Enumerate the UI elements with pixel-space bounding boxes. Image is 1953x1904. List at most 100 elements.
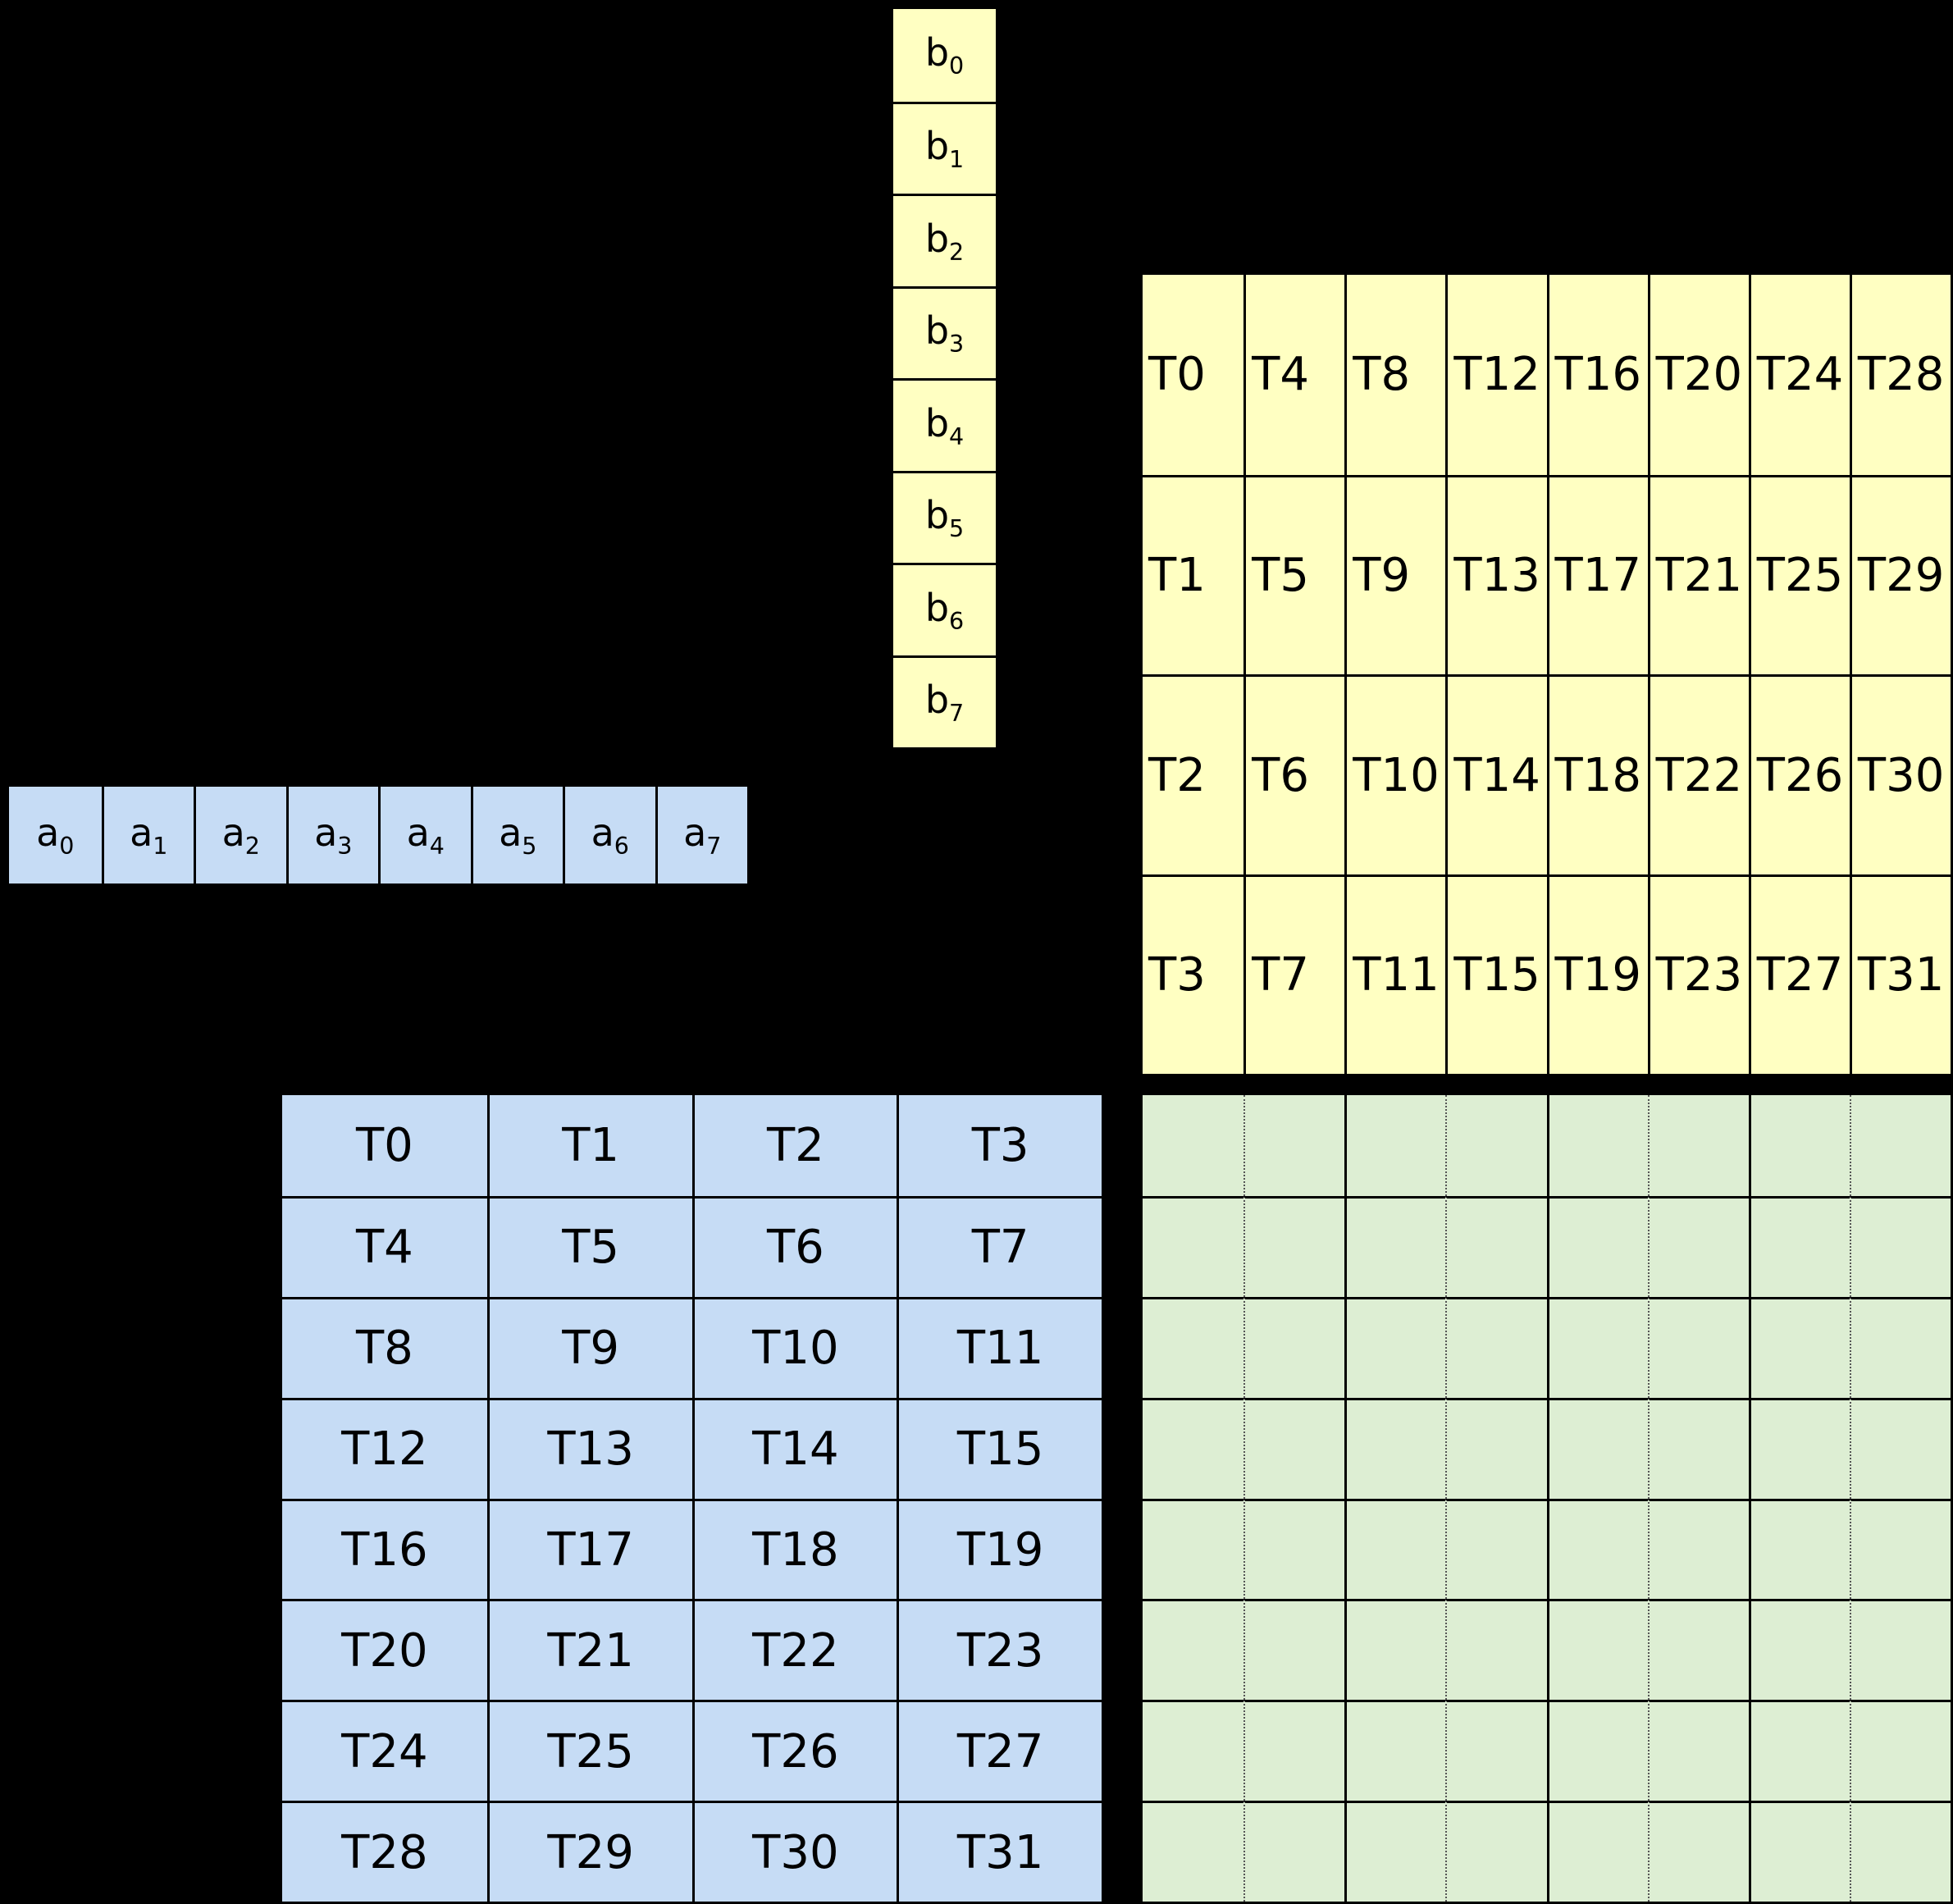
a-cell-label: a1 [130, 810, 168, 861]
a-thread-cell: T21 [486, 1599, 692, 1701]
result-cell [1849, 1397, 1951, 1499]
b-thread-cell: T1 [1143, 474, 1244, 675]
a-thread-cell: T14 [691, 1397, 897, 1499]
result-cell [1344, 1700, 1446, 1801]
result-cell [1647, 1397, 1749, 1499]
b-thread-cell: T9 [1344, 474, 1446, 674]
a-cell-label: a4 [406, 810, 445, 861]
a-thread-cell: T10 [691, 1296, 897, 1398]
a-thread-cell: T27 [897, 1700, 1102, 1801]
b-thread-cell: T12 [1445, 275, 1546, 475]
b-thread-cell: T14 [1445, 674, 1547, 874]
a-thread-cell: T1 [486, 1095, 692, 1196]
result-cell [1546, 1095, 1648, 1196]
a-cell-label: a2 [221, 810, 260, 861]
result-cell [1445, 1801, 1547, 1902]
a-cell-label: a3 [314, 810, 353, 861]
result-cell [1445, 1296, 1547, 1398]
result-cell [1344, 1599, 1446, 1701]
result-cell [1344, 1498, 1446, 1600]
result-cell [1546, 1801, 1648, 1902]
a-cell-2: a2 [194, 787, 286, 884]
result-cell [1849, 1700, 1951, 1801]
result-cell [1647, 1296, 1749, 1398]
result-cell [1344, 1801, 1446, 1902]
result-cell [1344, 1195, 1446, 1297]
b-thread-cell: T19 [1546, 874, 1648, 1074]
b-thread-cell: T22 [1647, 674, 1749, 874]
a-thread-cell: T26 [691, 1700, 897, 1801]
result-cell [1647, 1801, 1749, 1902]
result-cell [1546, 1397, 1648, 1499]
b-cell-2: b2 [893, 194, 996, 286]
result-cell [1445, 1599, 1547, 1701]
a-cell-label: a5 [499, 810, 537, 861]
b-cell-4: b4 [893, 378, 996, 471]
result-cell [1143, 1195, 1244, 1297]
result-cell [1243, 1095, 1344, 1196]
result-cell [1143, 1599, 1244, 1700]
result-cell [1748, 1498, 1850, 1600]
result-cell [1546, 1599, 1648, 1701]
b-cell-label: b2 [924, 216, 965, 266]
result-cell [1243, 1195, 1345, 1297]
b-thread-cell: T18 [1546, 674, 1648, 874]
b-cell-5: b5 [893, 470, 996, 564]
a-cell-6: a6 [563, 787, 655, 884]
b-thread-cell: T2 [1143, 674, 1244, 874]
a-thread-cell: T3 [897, 1095, 1102, 1196]
result-cell [1143, 1397, 1244, 1499]
result-cell [1647, 1498, 1749, 1600]
result-cell [1445, 1397, 1547, 1499]
a-cell-0: a0 [9, 787, 102, 884]
result-cell [1243, 1498, 1345, 1600]
b-thread-cell: T7 [1243, 874, 1345, 1074]
result-cell [1748, 1397, 1850, 1499]
a-thread-cell: T2 [691, 1095, 897, 1196]
result-cell [1243, 1599, 1345, 1701]
a-cell-label: a7 [683, 810, 722, 861]
result-cell [1143, 1296, 1244, 1398]
result-cell [1748, 1599, 1850, 1701]
b-cell-label: b6 [924, 585, 965, 635]
b-thread-cell: T28 [1849, 275, 1951, 475]
result-cell [1647, 1700, 1749, 1801]
result-cell [1546, 1296, 1648, 1398]
result-cell [1748, 1700, 1850, 1801]
b-thread-cell: T30 [1849, 674, 1951, 874]
result-cell [1849, 1296, 1951, 1398]
result-cell [1647, 1095, 1749, 1196]
a-cell-7: a7 [655, 787, 748, 884]
result-cell [1546, 1498, 1648, 1600]
result-cell [1849, 1095, 1951, 1196]
b-cell-label: b7 [924, 678, 965, 728]
a-thread-cell: T22 [691, 1599, 897, 1701]
a-thread-cell: T20 [282, 1599, 487, 1700]
b-cell-label: b4 [924, 400, 965, 450]
result-cell [1647, 1195, 1749, 1297]
b-thread-cell: T0 [1148, 348, 1206, 402]
result-cell [1143, 1801, 1244, 1902]
b-cell-label: b1 [924, 124, 965, 174]
b-thread-cell: T13 [1445, 474, 1547, 674]
b-cell-6: b6 [893, 563, 996, 655]
b-thread-cell: T8 [1344, 275, 1445, 475]
result-cell [1243, 1700, 1345, 1801]
a-thread-cell: T9 [486, 1296, 692, 1398]
a-thread-cell: T18 [691, 1498, 897, 1600]
result-cell [1748, 1296, 1850, 1398]
b-cell-label: b0 [924, 30, 965, 80]
a-thread-cell: T31 [897, 1801, 1102, 1902]
b-cell-7: b7 [893, 655, 996, 748]
a-thread-cell: T8 [282, 1296, 487, 1398]
a-thread-cell: T0 [355, 1118, 413, 1172]
result-cell [1344, 1296, 1446, 1398]
b-thread-cell: T17 [1546, 474, 1648, 674]
a-thread-cell: T13 [486, 1397, 692, 1499]
result-cell [1445, 1095, 1546, 1196]
result-cell [1849, 1498, 1951, 1600]
b-thread-cell: T24 [1748, 275, 1850, 475]
a-thread-cell: T29 [486, 1801, 692, 1902]
